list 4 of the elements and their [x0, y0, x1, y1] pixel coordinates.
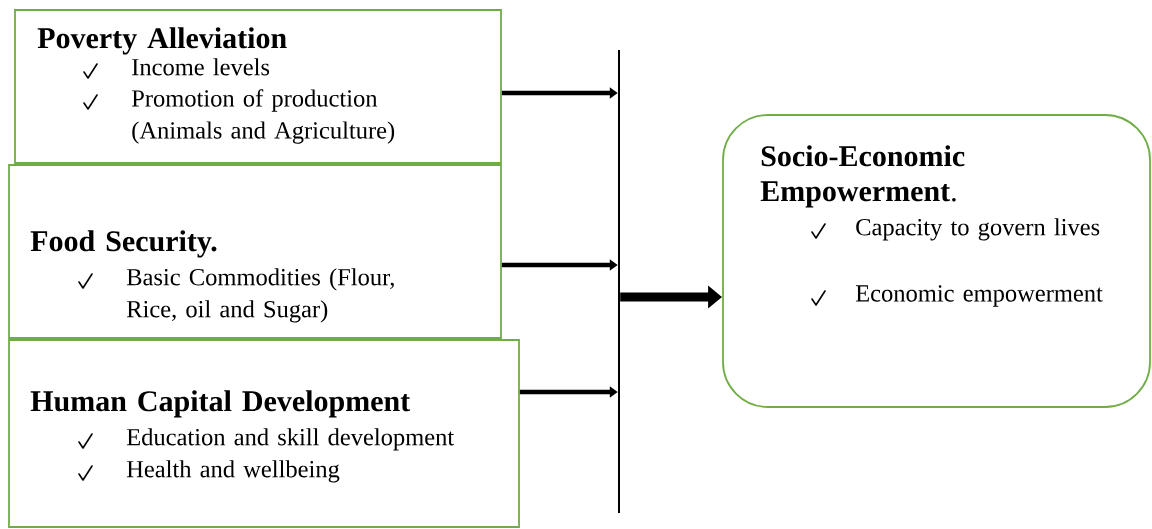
text-box: Poverty Alleviation Income levels Promotion of production (Animals and Agriculture)	[14, 9, 502, 164]
text-box: Food Security. Basic Commodities (Flour, Rice, oil and Sugar)	[8, 164, 502, 339]
rounded-box: Socio-Economic Empowerment. Capacity to govern lives Economic empowerment	[722, 114, 1151, 408]
text-box: Human Capital Development Education and skill development Health and wellbeing	[8, 339, 520, 528]
